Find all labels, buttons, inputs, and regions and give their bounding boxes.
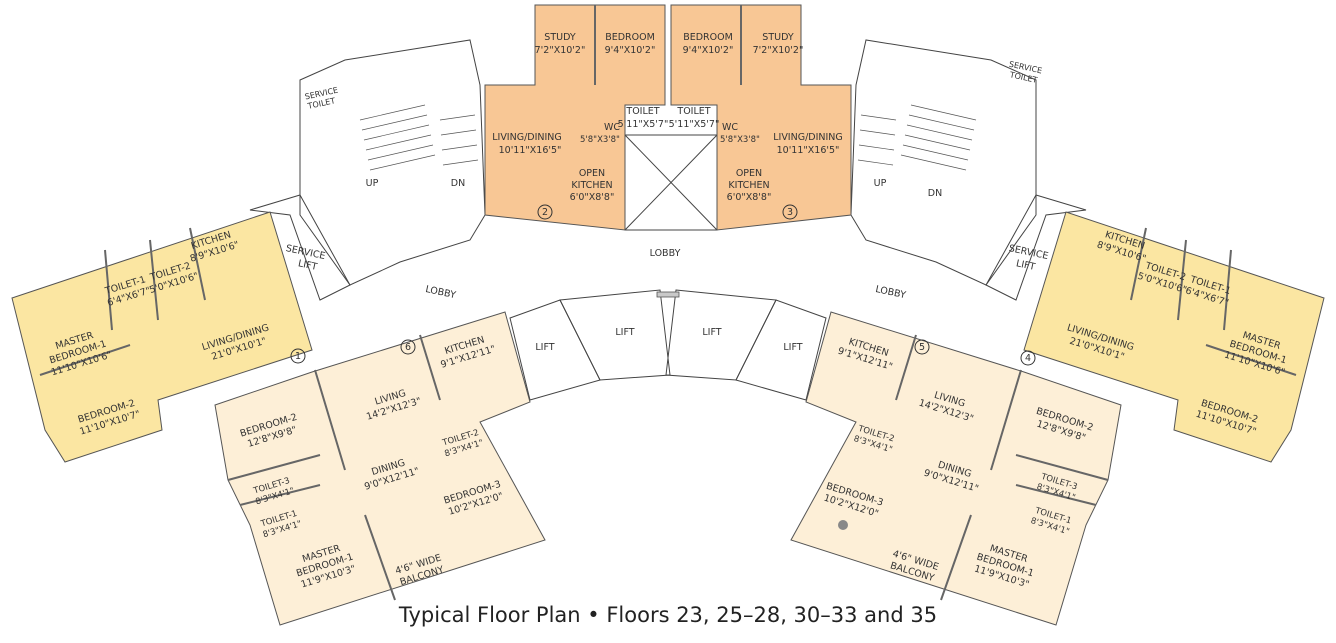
staircase-right	[857, 104, 977, 171]
room-dims: 10'11"X16'5"	[499, 145, 562, 156]
lift-label: LIFT	[535, 342, 554, 353]
room-dims: 6'0"X8'8"	[727, 192, 772, 203]
room-name: LIVING/DINING	[492, 132, 562, 143]
room-name: WC	[722, 122, 738, 133]
room-dims: 5'11"X5'7"	[669, 119, 720, 130]
unit-number: 1	[295, 351, 301, 362]
unit-number: 2	[542, 207, 548, 218]
unit-3-area[interactable]	[670, 4, 852, 231]
room-dims: 10'11"X16'5"	[777, 145, 840, 156]
lobby-label-right: LOBBY	[874, 284, 907, 301]
room-dims: 5'11"X5'7"	[618, 119, 669, 130]
room-name: TOILET	[676, 106, 710, 117]
lift-label: LIFT	[615, 327, 634, 338]
lift-label: LIFT	[783, 342, 802, 353]
stair-up-label: UP	[874, 178, 887, 189]
unit-2-labels: STUDY 7'2"X10'2" BEDROOM 9'4"X10'2" TOIL…	[492, 32, 668, 203]
stair-up-label: UP	[366, 178, 379, 189]
plan-caption: Typical Floor Plan • Floors 23, 25–28, 3…	[398, 603, 938, 627]
unit-number: 5	[919, 342, 925, 353]
core-outline	[249, 39, 1087, 401]
lobby-label: LOBBY	[650, 248, 681, 259]
unit-1-area[interactable]	[11, 211, 313, 463]
room-name: KITCHEN	[728, 180, 769, 191]
room-dims: 7'2"X10'2"	[753, 45, 804, 56]
room-name: STUDY	[762, 32, 794, 43]
service-lift-label: SERVICE	[1008, 243, 1049, 262]
unit-number-badge	[782, 204, 798, 220]
room-name: KITCHEN	[571, 180, 612, 191]
unit-number: 3	[787, 207, 793, 218]
room-dims: 9'4"X10'2"	[605, 45, 656, 56]
service-lift-label: LIFT	[1015, 258, 1036, 273]
unit-number: 4	[1025, 353, 1031, 364]
staircase-left	[359, 104, 479, 171]
lift-divider-wall	[656, 291, 680, 298]
room-name: OPEN	[736, 168, 762, 179]
central-void	[624, 134, 718, 231]
room-dims: 6'0"X8'8"	[570, 192, 615, 203]
room-dims: 5'8"X3'8"	[580, 135, 620, 145]
room-name: WC	[604, 122, 620, 133]
room-name: BEDROOM	[605, 32, 655, 43]
lobby-label-left: LOBBY	[424, 284, 457, 301]
unit-3-labels: STUDY 7'2"X10'2" BEDROOM 9'4"X10'2" TOIL…	[669, 32, 843, 203]
room-dims: 7'2"X10'2"	[535, 45, 586, 56]
cursor-dot	[838, 520, 848, 530]
room-dims: 5'8"X3'8"	[720, 135, 760, 145]
stair-down-label: DN	[451, 178, 465, 189]
internal-walls	[39, 5, 1297, 601]
lift-label: LIFT	[702, 327, 721, 338]
room-name: TOILET	[625, 106, 659, 117]
unit-number-badge	[290, 348, 306, 364]
service-lift-label: LIFT	[297, 258, 318, 273]
unit-4-area[interactable]	[1023, 211, 1325, 463]
room-name: BEDROOM	[683, 32, 733, 43]
unit-2-area[interactable]	[484, 4, 666, 231]
stair-down-label: DN	[928, 188, 942, 199]
unit-number-badge	[1020, 350, 1036, 366]
unit-number-badge	[400, 339, 416, 355]
unit-6-area[interactable]	[214, 311, 546, 626]
unit-number: 6	[405, 342, 411, 353]
room-name: OPEN	[579, 168, 605, 179]
room-dims: 9'4"X10'2"	[683, 45, 734, 56]
unit-number-badge	[537, 204, 553, 220]
room-name: LIVING/DINING	[773, 132, 843, 143]
unit-number-badge	[914, 339, 930, 355]
room-name: STUDY	[544, 32, 576, 43]
